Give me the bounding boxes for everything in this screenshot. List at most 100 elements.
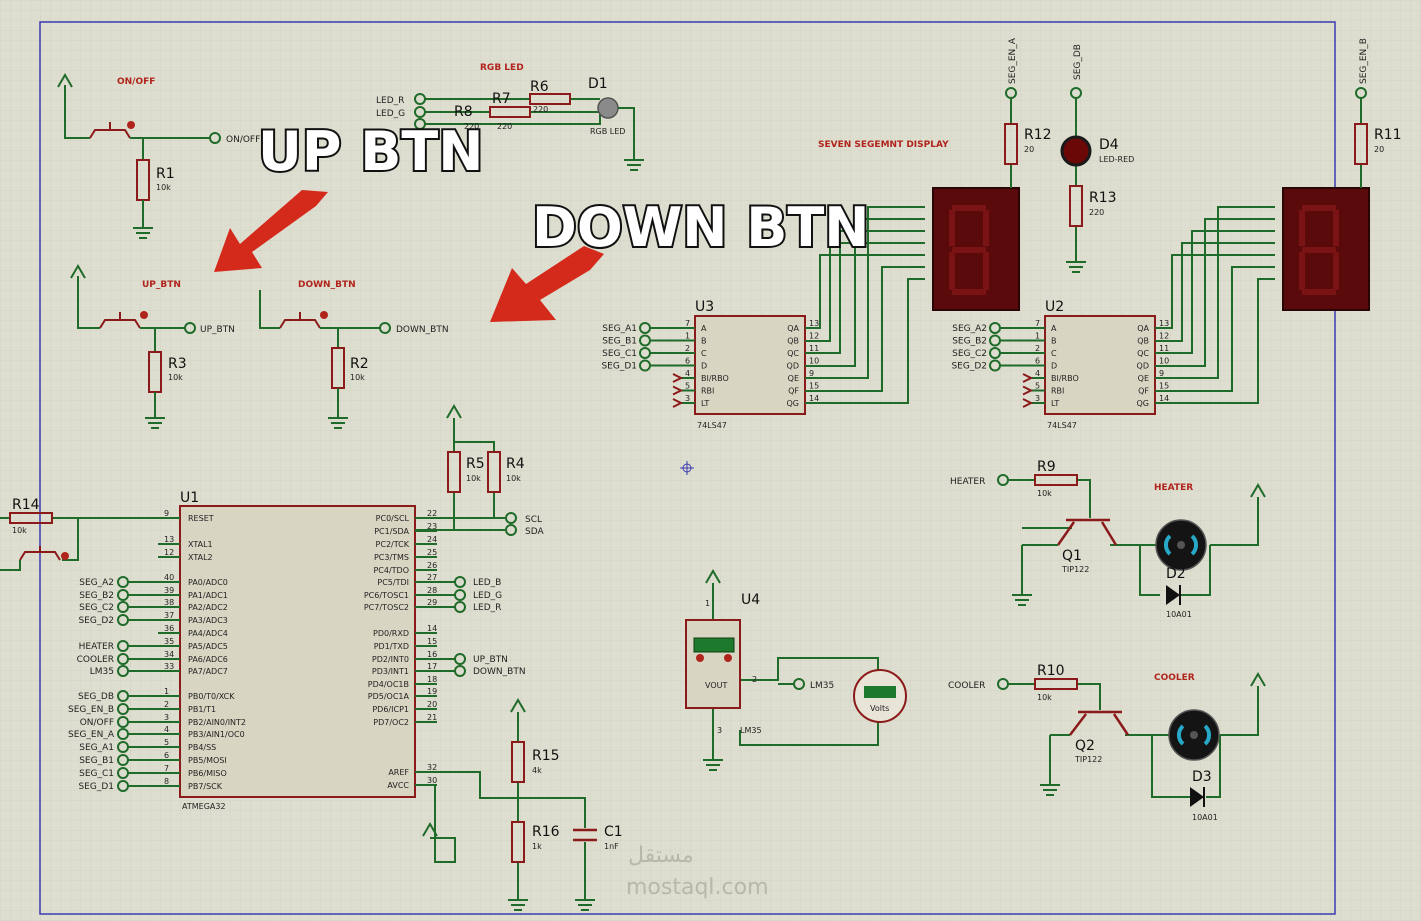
seg-en-b-label: SEG_EN_B bbox=[1359, 38, 1369, 84]
up-switch-actuator[interactable] bbox=[140, 311, 148, 319]
u1-ref: U1 bbox=[180, 490, 199, 506]
title-rgb: RGB LED bbox=[480, 63, 524, 73]
u1-left-net-18: SEG_D1 bbox=[78, 782, 114, 792]
resistor-r11[interactable] bbox=[1354, 123, 1368, 165]
decoder-u3[interactable]: U374LS47A7QA13SEG_A1B1QB12SEG_B1C2QC11SE… bbox=[601, 299, 819, 430]
switch-actuator[interactable] bbox=[127, 121, 135, 129]
u1-left-terminal-3[interactable] bbox=[117, 576, 129, 588]
u1-left-net-12: SEG_EN_B bbox=[68, 705, 114, 715]
u1-left-terminal-12[interactable] bbox=[117, 703, 129, 715]
u2-in-pin-3: D bbox=[1051, 362, 1057, 371]
d1-ref: D1 bbox=[588, 76, 608, 92]
u1-left-num-10: 33 bbox=[164, 662, 174, 671]
u3-net-label-2: SEG_C1 bbox=[602, 349, 637, 359]
display-1[interactable] bbox=[932, 187, 1020, 311]
u3-out-num-4: 9 bbox=[809, 369, 814, 378]
display-2[interactable] bbox=[1282, 187, 1370, 311]
transistor-q1[interactable] bbox=[1056, 518, 1118, 546]
u1-left-net-9: COOLER bbox=[77, 655, 114, 665]
resistor-r12[interactable] bbox=[1004, 123, 1018, 165]
u2-in-pin-6: LT bbox=[1051, 399, 1059, 408]
u1-left-terminal-13[interactable] bbox=[117, 716, 129, 728]
u1-left-pin-17: PB6/MISO bbox=[188, 769, 227, 778]
u1-body[interactable] bbox=[179, 505, 416, 798]
u1-left-terminal-10[interactable] bbox=[117, 665, 129, 677]
u1-left-terminal-16[interactable] bbox=[117, 754, 129, 766]
resistor-r14[interactable] bbox=[9, 512, 53, 524]
terminal-cooler-label: COOLER bbox=[948, 681, 985, 691]
u2-in-num-6: 3 bbox=[1035, 394, 1040, 403]
resistor-r16[interactable] bbox=[511, 821, 525, 863]
rgb-led-d1[interactable] bbox=[597, 97, 619, 119]
resistor-r15[interactable] bbox=[511, 741, 525, 783]
sensor-u4[interactable] bbox=[685, 619, 741, 709]
u3-net-label-1: SEG_B1 bbox=[602, 337, 637, 347]
u1-left-terminal-5[interactable] bbox=[117, 601, 129, 613]
u1-left-terminal-8[interactable] bbox=[117, 640, 129, 652]
capacitor-c1[interactable] bbox=[573, 828, 597, 842]
u3-in-num-0: 7 bbox=[685, 319, 690, 328]
r7-val: 220 bbox=[497, 122, 512, 131]
terminal-lm35[interactable] bbox=[793, 678, 805, 690]
u2-out-num-3: 10 bbox=[1159, 357, 1169, 366]
u1-left-terminal-6[interactable] bbox=[117, 614, 129, 626]
decoder-u2[interactable]: U274LS47A7QA13SEG_A2B1QB12SEG_B2C2QC11SE… bbox=[951, 299, 1169, 430]
resistor-r5[interactable] bbox=[447, 451, 461, 493]
u1-right-terminal-10[interactable] bbox=[454, 653, 466, 665]
resistor-r10[interactable] bbox=[1034, 678, 1078, 690]
u1-right-terminal-6[interactable] bbox=[454, 589, 466, 601]
u1-right-terminal-5[interactable] bbox=[454, 576, 466, 588]
mcu-u1[interactable]: U1ATMEGA32RESET9XTAL113XTAL212PA0/ADC040… bbox=[68, 490, 526, 811]
down-switch-actuator[interactable] bbox=[320, 311, 328, 319]
resistor-r7[interactable] bbox=[489, 106, 531, 118]
u1-right-pin-6: PC6/TOSC1 bbox=[364, 591, 409, 600]
u1-left-terminal-17[interactable] bbox=[117, 767, 129, 779]
c1-ref: C1 bbox=[604, 824, 623, 840]
r9-val: 10k bbox=[1037, 489, 1052, 498]
terminal-on-off-label: ON/OFF bbox=[226, 135, 260, 145]
u1-right-terminal-7[interactable] bbox=[454, 601, 466, 613]
u2-part: 74LS47 bbox=[1047, 421, 1077, 430]
u1-right-net-10: UP_BTN bbox=[473, 655, 508, 665]
transistor-q2[interactable] bbox=[1069, 710, 1130, 736]
resistor-r9[interactable] bbox=[1034, 474, 1078, 486]
d3-ref: D3 bbox=[1192, 769, 1212, 785]
r11-ref: R11 bbox=[1374, 127, 1402, 143]
diode-d2[interactable] bbox=[1166, 585, 1180, 605]
terminal-up-btn[interactable] bbox=[184, 322, 196, 334]
u1-left-terminal-4[interactable] bbox=[117, 589, 129, 601]
u2-in-num-0: 7 bbox=[1035, 319, 1040, 328]
overlay-down-btn: DOWN BTN bbox=[532, 196, 869, 259]
u1-left-pin-16: PB5/MOSI bbox=[188, 756, 227, 765]
diode-d3[interactable] bbox=[1190, 787, 1204, 807]
terminal-down-btn[interactable] bbox=[379, 322, 391, 334]
terminal-lm35-label: LM35 bbox=[810, 681, 834, 691]
q1-val: TIP122 bbox=[1061, 565, 1089, 574]
u1-left-terminal-11[interactable] bbox=[117, 690, 129, 702]
u3-in-num-6: 3 bbox=[685, 394, 690, 403]
u1-right-pin-4: PC4/TDO bbox=[373, 566, 409, 575]
terminal-on-off[interactable] bbox=[209, 132, 221, 144]
u1-left-net-6: SEG_D2 bbox=[78, 616, 114, 626]
u1-right-num-13: 19 bbox=[427, 687, 437, 696]
u3-body[interactable] bbox=[694, 315, 806, 415]
u1-left-terminal-18[interactable] bbox=[117, 780, 129, 792]
u2-body[interactable] bbox=[1044, 315, 1156, 415]
terminal-sda[interactable] bbox=[505, 524, 517, 536]
resistor-r6[interactable] bbox=[529, 93, 571, 105]
reset-switch-actuator[interactable] bbox=[61, 552, 69, 560]
resistor-r13[interactable] bbox=[1069, 185, 1083, 227]
u1-part: ATMEGA32 bbox=[182, 802, 226, 811]
u1-left-terminal-9[interactable] bbox=[117, 653, 129, 665]
u1-left-terminal-14[interactable] bbox=[117, 728, 129, 740]
u1-right-terminal-11[interactable] bbox=[454, 665, 466, 677]
title-down: DOWN_BTN bbox=[298, 280, 356, 290]
terminal-scl[interactable] bbox=[505, 512, 517, 524]
resistor-r4[interactable] bbox=[487, 451, 501, 493]
r4-ref: R4 bbox=[506, 456, 525, 472]
u1-right-pin-8: PD0/RXD bbox=[373, 629, 409, 638]
u1-left-terminal-15[interactable] bbox=[117, 741, 129, 753]
led-d4[interactable] bbox=[1060, 135, 1092, 167]
u1-left-num-14: 4 bbox=[164, 725, 169, 734]
